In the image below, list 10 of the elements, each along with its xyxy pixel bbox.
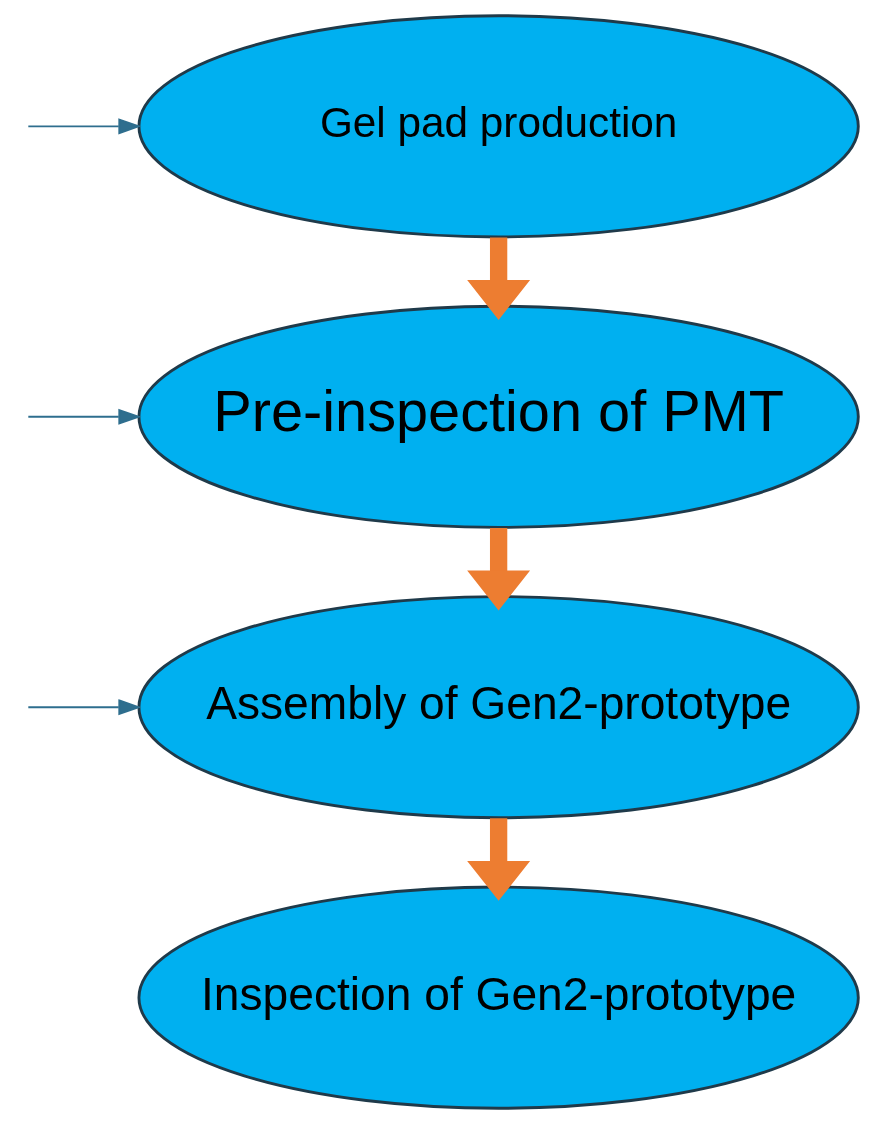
arrow	[27, 408, 142, 425]
node-ellipse: Gel pad production	[137, 14, 860, 239]
node-ellipse: Pre-inspection of PMT	[137, 304, 860, 529]
arrow	[467, 527, 531, 611]
arrow	[27, 699, 142, 716]
node-ellipse: Assembly of Gen2-prototype	[137, 595, 860, 820]
arrow	[467, 237, 531, 320]
node-ellipse: Inspection of Gen2-prototype	[137, 885, 860, 1110]
arrow	[27, 118, 142, 135]
arrow	[467, 818, 531, 901]
